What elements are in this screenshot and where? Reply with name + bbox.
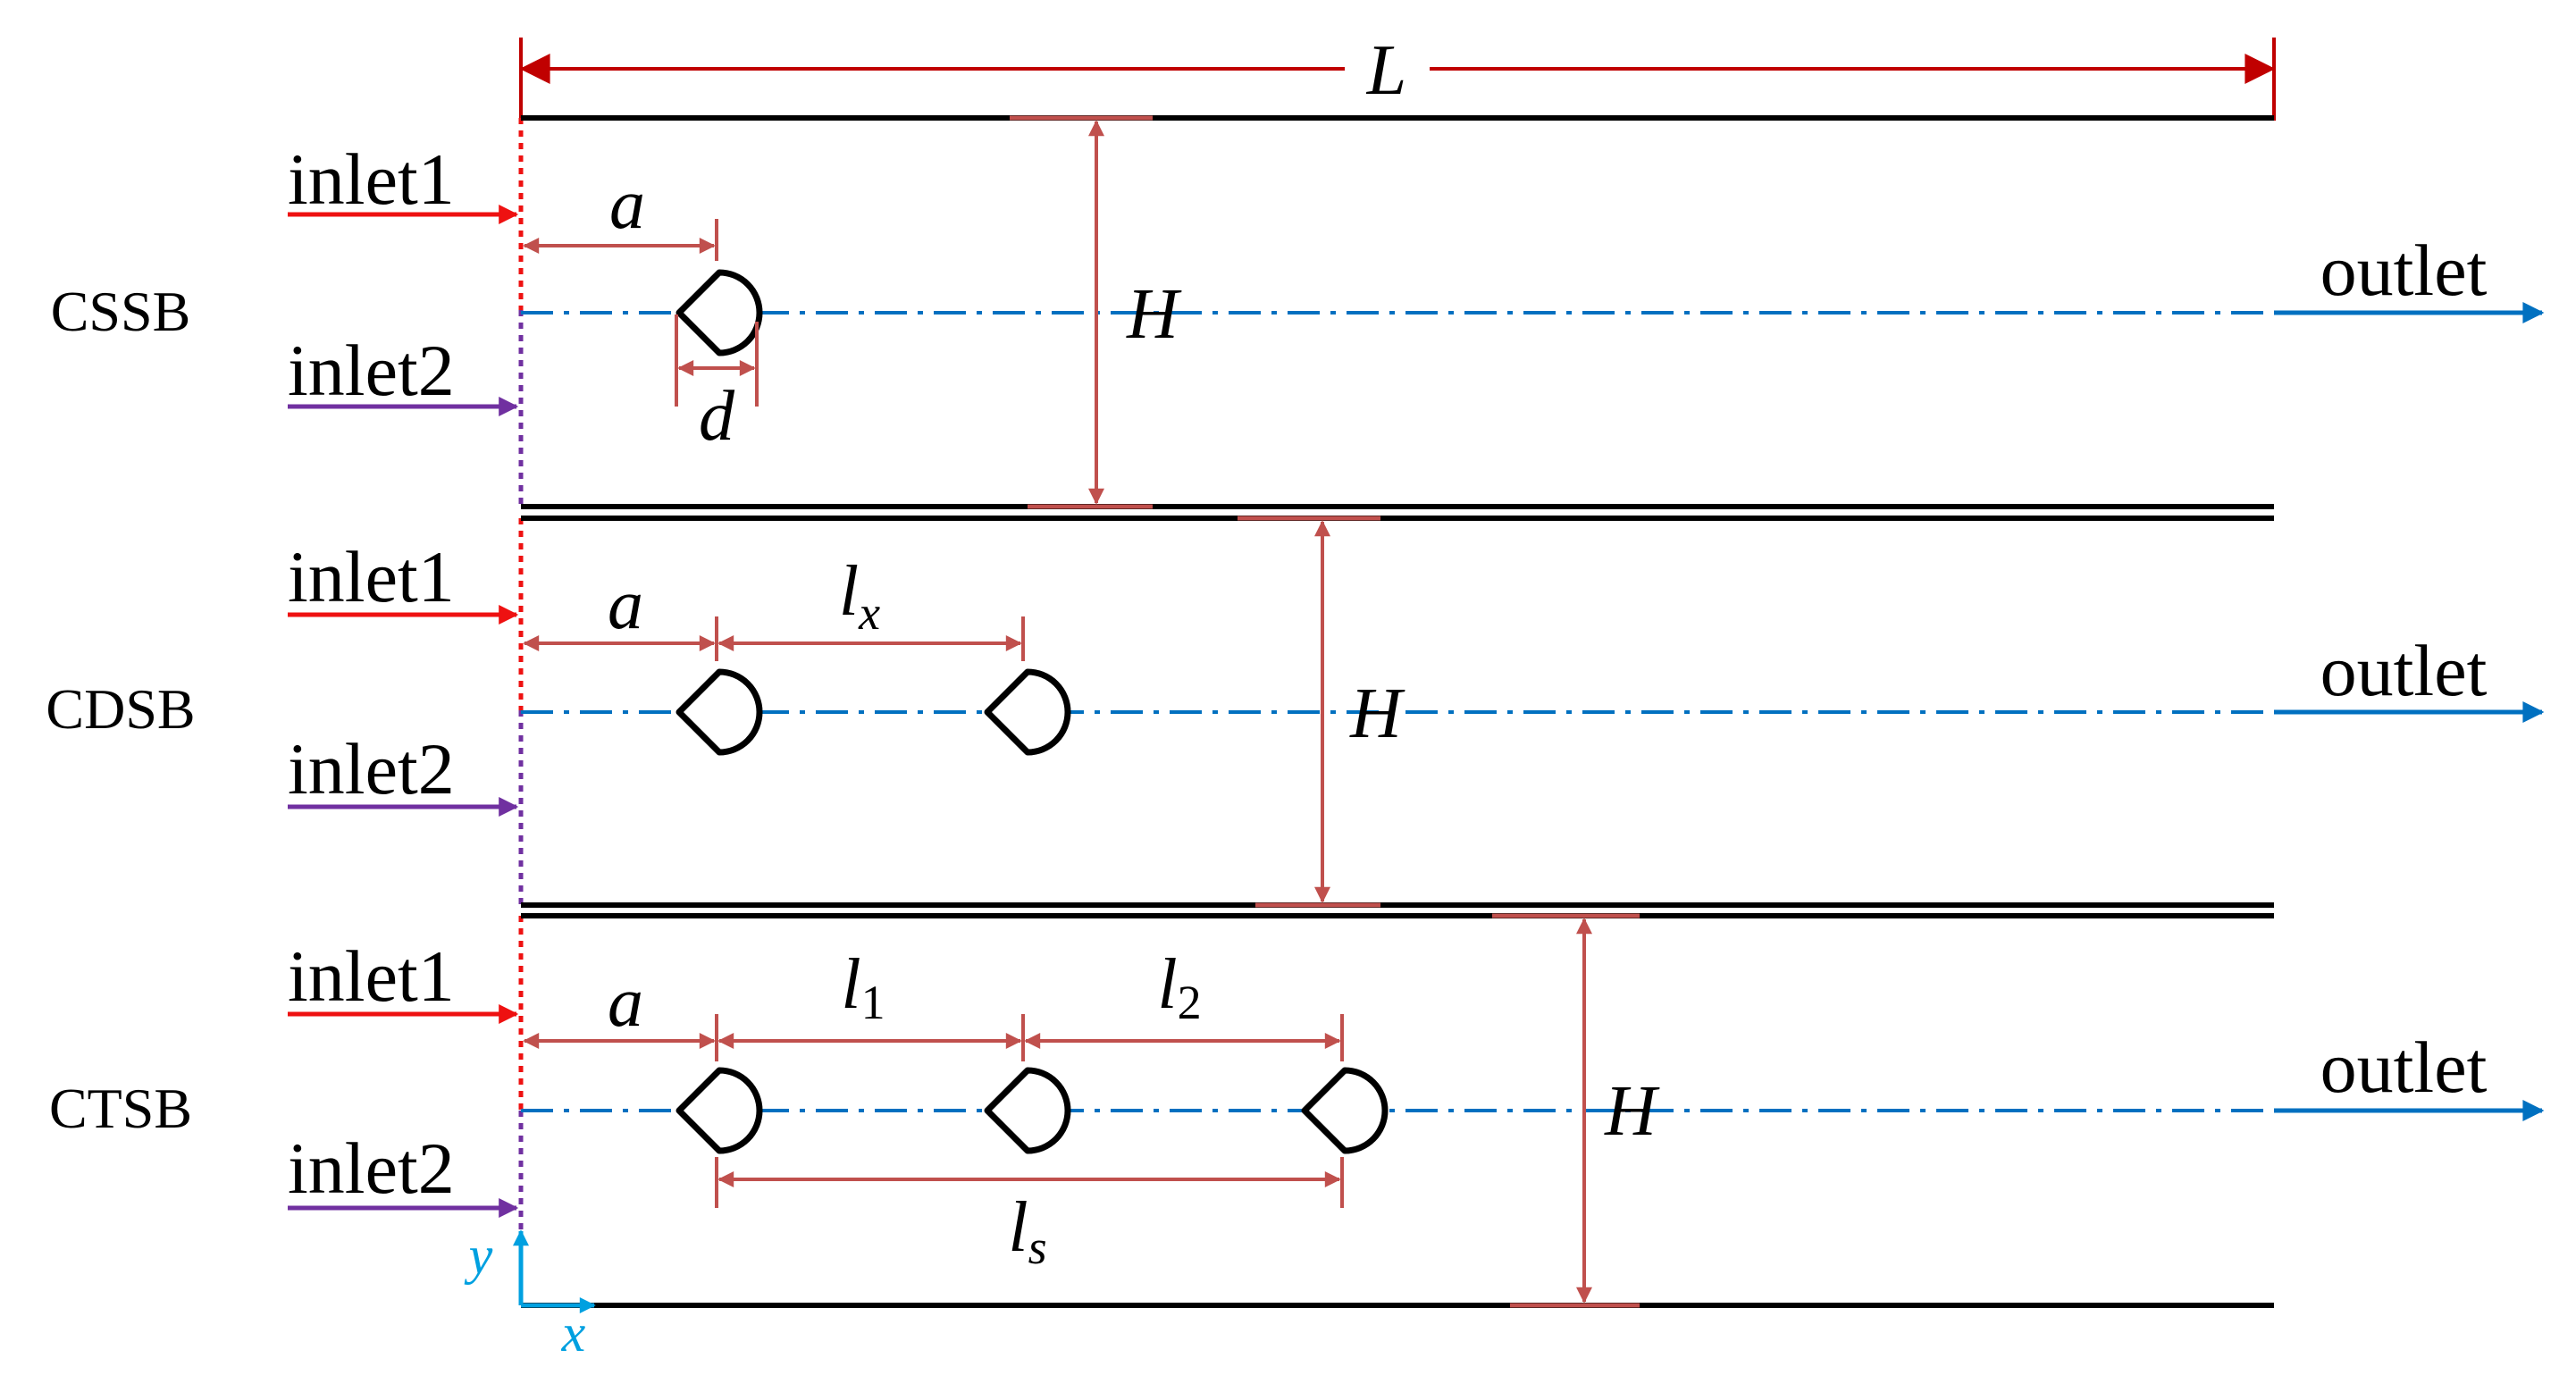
dim-d-label: d — [699, 377, 735, 456]
bluff-body — [987, 1070, 1068, 1151]
dim-l2-label: l2 — [1157, 945, 1201, 1029]
case-label: CDSB — [46, 677, 195, 741]
length-dimension: L — [519, 31, 2276, 121]
dim-h-label: H — [1349, 675, 1405, 753]
length-label: L — [1366, 31, 1407, 110]
dim-a-label: a — [609, 165, 645, 244]
coordinate-axes: y x — [464, 1226, 596, 1363]
dim-l1-label: l1 — [841, 945, 885, 1029]
inlet2-label: inlet2 — [288, 728, 455, 809]
dim-lx-label: lx — [839, 552, 880, 640]
dim-a-label: a — [608, 963, 643, 1042]
bluff-body — [1305, 1070, 1385, 1151]
inlet1-label: inlet1 — [288, 138, 455, 220]
bluff-body — [679, 1070, 759, 1151]
outlet-label: outlet — [2320, 1027, 2488, 1108]
dim-h-label: H — [1604, 1072, 1660, 1151]
bluff-body — [987, 672, 1068, 752]
dim-ls-label: ls — [1008, 1188, 1046, 1274]
inlet2-label: inlet2 — [288, 330, 455, 411]
outlet-label: outlet — [2320, 630, 2488, 711]
dim-h-label: H — [1126, 275, 1182, 354]
case-ctsb: CTSB inlet1 inlet2 outlet a l1 l2 ls H — [49, 913, 2545, 1308]
case-cssb: CSSB inlet1 inlet2 outlet a d H — [51, 115, 2545, 509]
case-cdsb: CDSB inlet1 inlet2 outlet a lx H — [46, 516, 2545, 908]
case-label: CSSB — [51, 280, 191, 343]
bluff-body — [679, 672, 759, 752]
inlet1-label: inlet1 — [288, 536, 455, 617]
y-axis-label: y — [464, 1226, 493, 1285]
bluff-body — [679, 273, 759, 353]
case-label: CTSB — [49, 1077, 192, 1140]
channel-walls — [521, 115, 2274, 1308]
inlet1-label: inlet1 — [288, 935, 455, 1017]
x-axis-label: x — [561, 1304, 586, 1363]
inlet2-label: inlet2 — [288, 1128, 455, 1209]
outlet-label: outlet — [2320, 230, 2488, 311]
dim-a-label: a — [608, 566, 643, 644]
